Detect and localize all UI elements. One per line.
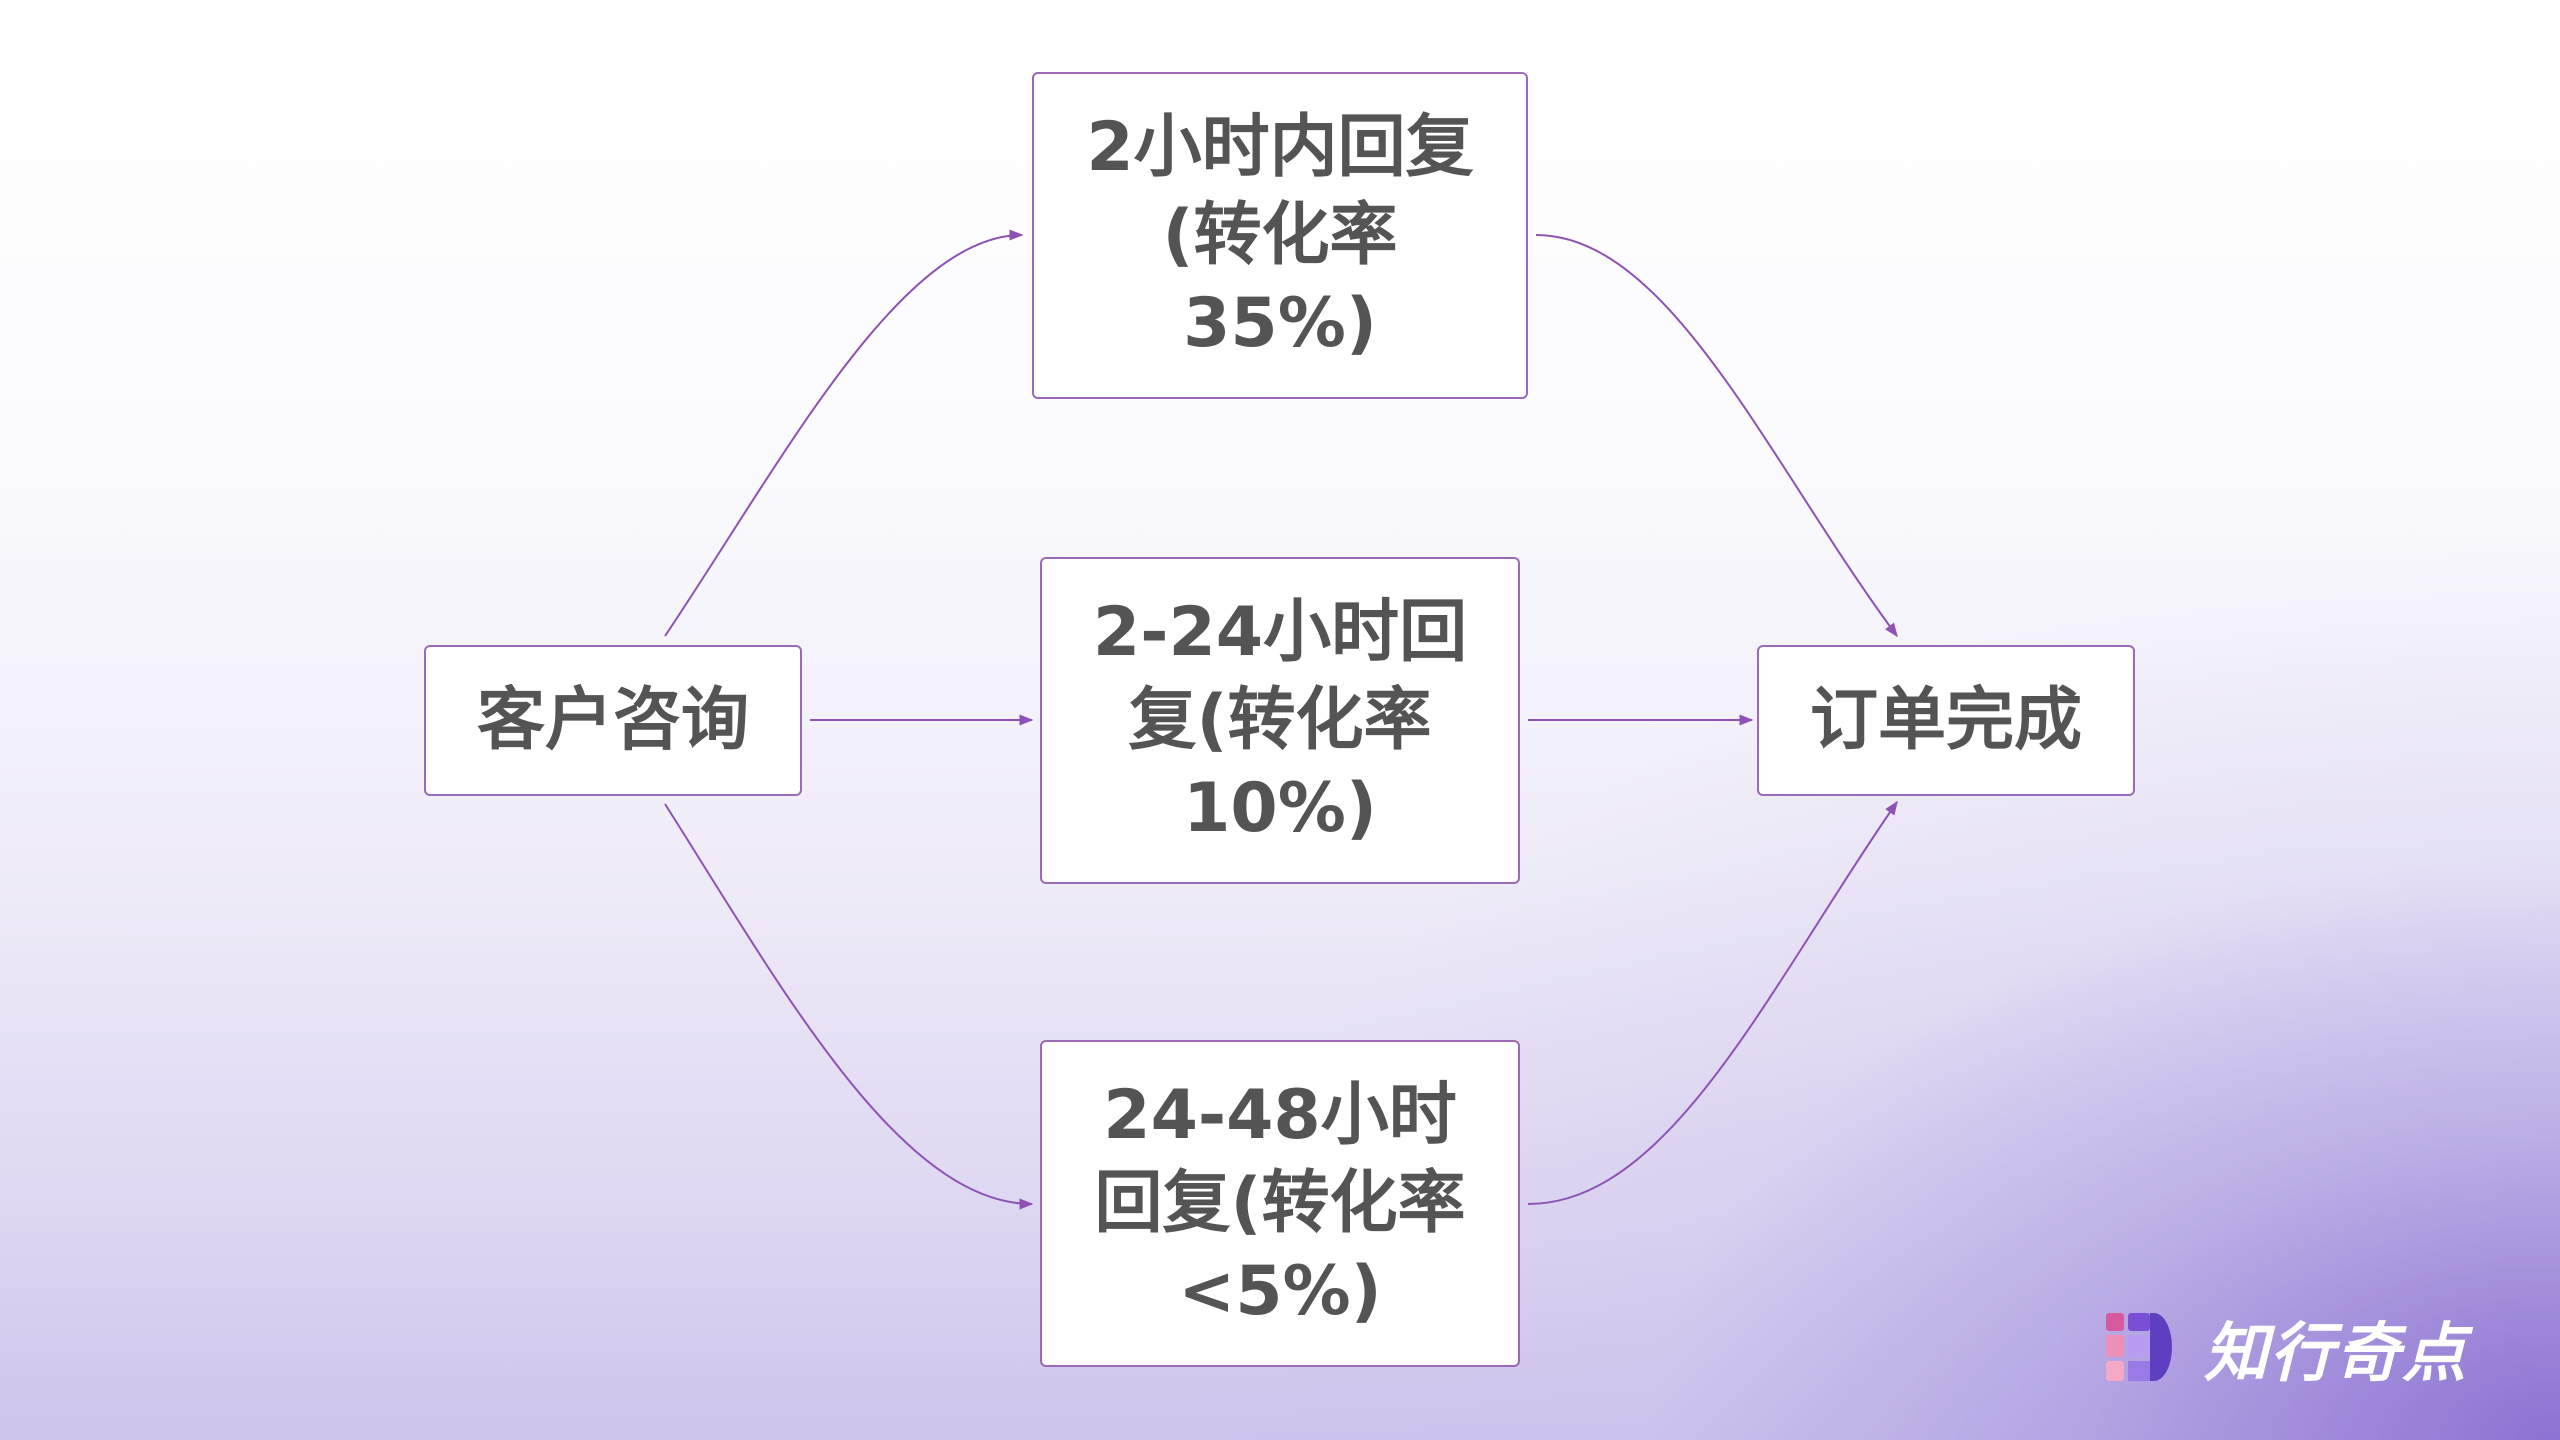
node-order-complete: 订单完成 bbox=[1757, 645, 2135, 796]
node-label: 订单完成 bbox=[1809, 680, 2082, 760]
edge-start-to-a bbox=[664, 229, 1024, 637]
brand-logo-icon bbox=[2106, 1313, 2172, 1381]
node-reply-24-48h: 24-48小时回复(转化率<5%) bbox=[1040, 1040, 1520, 1367]
node-reply-2-24h: 2-24小时回复(转化率10%) bbox=[1040, 557, 1520, 884]
node-label: 2小时内回复(转化率35%) bbox=[1086, 107, 1474, 363]
edge-a-to-end bbox=[1535, 234, 1898, 638]
brand-watermark: 知行奇点 bbox=[2102, 1308, 2468, 1391]
edge-start-to-c bbox=[664, 803, 1034, 1210]
node-label: 24-48小时回复(转化率<5%) bbox=[1094, 1075, 1466, 1331]
edge-c-to-end bbox=[1527, 800, 1898, 1205]
node-customer-inquiry: 客户咨询 bbox=[424, 645, 802, 796]
node-reply-within-2h: 2小时内回复(转化率35%) bbox=[1032, 72, 1528, 399]
node-label: 2-24小时回复(转化率10%) bbox=[1092, 592, 1468, 848]
node-label: 客户咨询 bbox=[476, 680, 749, 760]
brand-name: 知行奇点 bbox=[2204, 1317, 2468, 1391]
